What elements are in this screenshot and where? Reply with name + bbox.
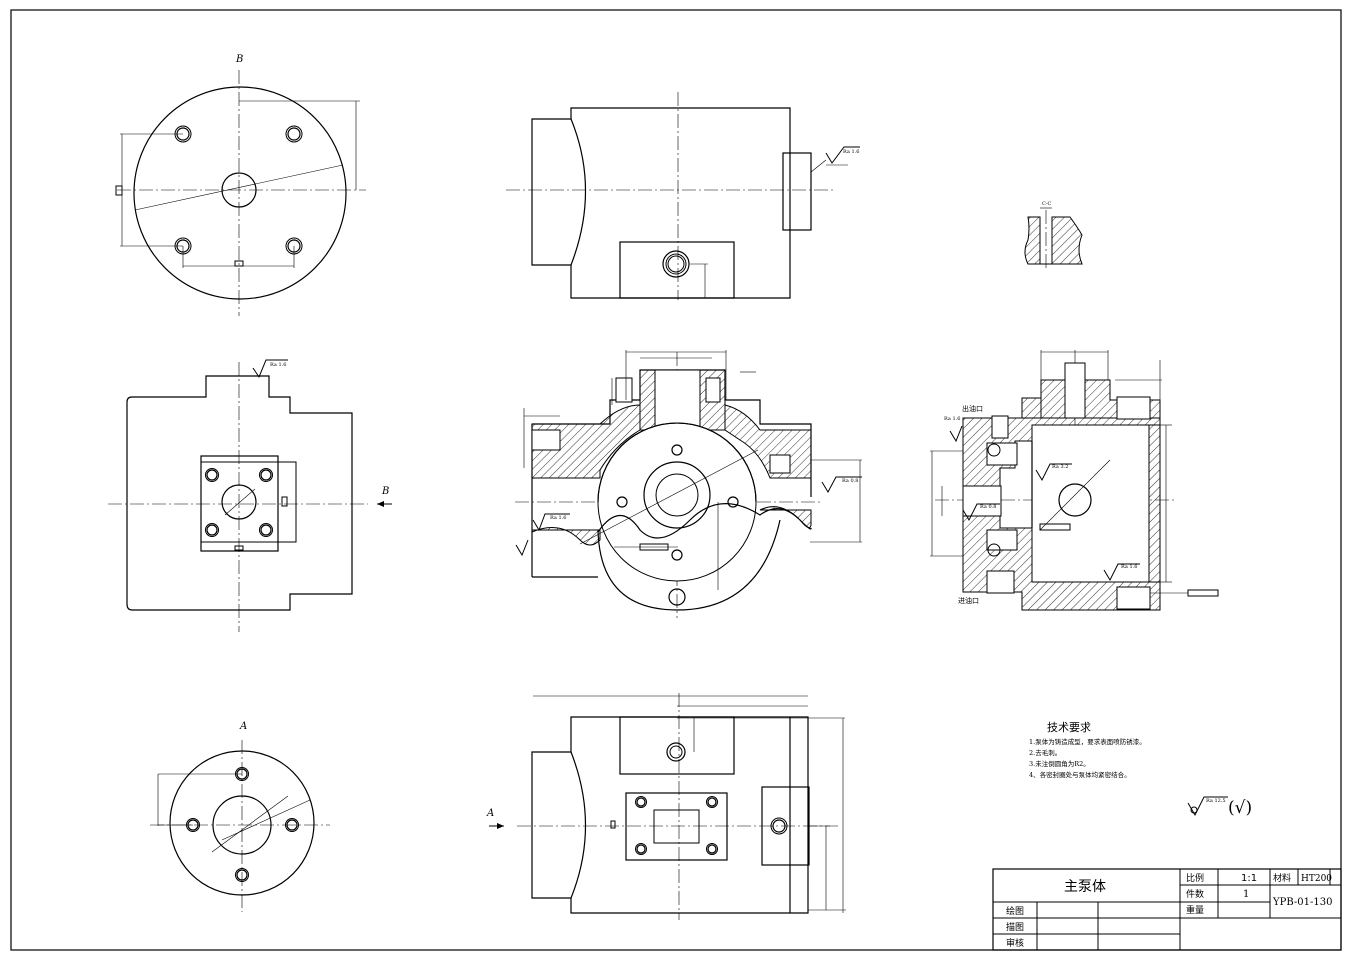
title-block: 主泵体 比例 1:1 材料 HT200 件数 1 重量 YPB-01-130 绘… (992, 868, 1342, 951)
tech-req-item-1: 1.泵体为铸造成型，要求表面喷防锈漆。 (1029, 737, 1146, 746)
top-view: A (486, 693, 846, 920)
qty-label: 件数 (1186, 888, 1204, 900)
detail-cc-label: C-C (1042, 201, 1052, 207)
inlet-label: 进油口 (958, 596, 979, 605)
material-label: 材料 (1273, 872, 1291, 884)
main-section: Ra 0.8 Ra 1.6 (515, 350, 862, 618)
tech-req-item-3: 3.未注倒圆角为R2。 (1029, 759, 1090, 768)
drawn-label: 绘图 (1006, 905, 1024, 917)
view-a-arrow-label: A (486, 808, 494, 819)
tech-requirements: 技术要求 1.泵体为铸造成型，要求表面喷防锈漆。 2.去毛刺。 3.未注倒圆角为… (1029, 721, 1146, 779)
scale-label: 比例 (1186, 872, 1204, 884)
general-roughness-value: Ra 12.5 (1206, 798, 1226, 804)
roughness-ra16-b: Ra 1.6 (270, 362, 286, 368)
general-roughness-paren: (√) (1228, 798, 1252, 818)
view-a: A (150, 721, 330, 912)
material-value: HT200 (1301, 874, 1332, 884)
view-b-arrow-label: B (381, 486, 389, 497)
qty-value: 1 (1243, 889, 1249, 900)
roughness-ra16-a: Ra 1.6 (843, 149, 859, 155)
detail-c-c: C-C (1024, 201, 1083, 270)
roughness-ra08-b: Ra 0.8 (980, 504, 996, 510)
tech-req-item-2: 2.去毛刺。 (1029, 748, 1061, 757)
checked-label: 审核 (1006, 937, 1024, 949)
roughness-ra16-d: Ra 1.6 (944, 416, 960, 422)
view-a-label: A (239, 721, 247, 732)
roughness-ra32: Ra 3.2 (1052, 464, 1068, 470)
front-view: Ra 1.6 (506, 92, 860, 300)
drawing-frame (10, 9, 1342, 951)
tech-req-item-4: 4、各密封圈处与泵体均紧密结合。 (1029, 770, 1131, 779)
view-b-label: B (235, 54, 243, 65)
traced-label: 描图 (1006, 921, 1024, 933)
general-roughness-note: Ra 12.5 (√) (1187, 796, 1252, 818)
outlet-label: 出油口 (962, 404, 983, 413)
view-b: B (115, 54, 366, 316)
roughness-ra16-e: Ra 1.6 (1121, 564, 1137, 570)
side-view: Ra 1.6 B (108, 359, 392, 632)
tech-req-title: 技术要求 (1047, 721, 1091, 734)
roughness-ra08-a: Ra 0.8 (842, 478, 858, 484)
weight-label: 重量 (1186, 904, 1204, 916)
right-section: 出油口 进油口 Ra 1.6 Ra 3.2 Ra 0.8 Ra 1.6 (930, 350, 1219, 611)
part-name: 主泵体 (1064, 879, 1106, 895)
scale-value: 1:1 (1241, 873, 1257, 884)
drawing-number: YPB-01-130 (1272, 897, 1332, 908)
roughness-ra16-c: Ra 1.6 (550, 515, 566, 521)
